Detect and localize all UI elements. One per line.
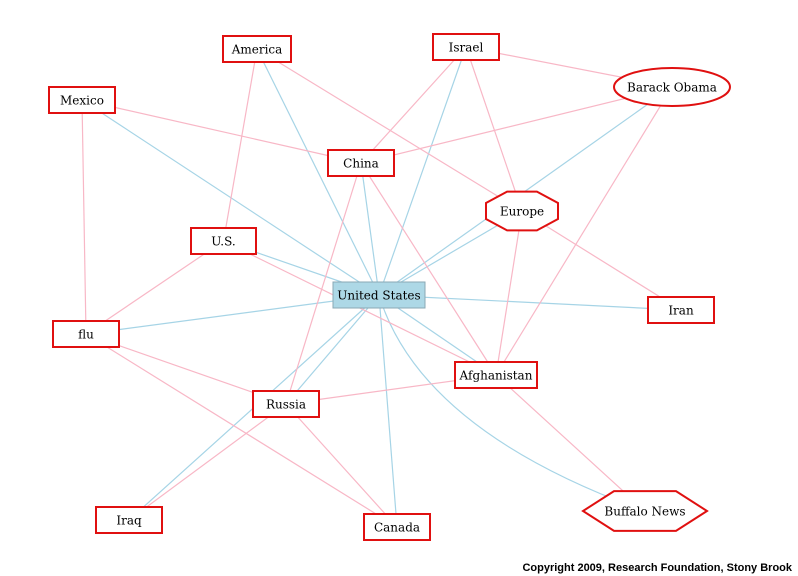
edge-america-europe	[256, 48, 523, 212]
node-america[interactable]: America	[222, 35, 292, 63]
edge-us-canada	[378, 294, 398, 528]
node-obama-shape	[613, 67, 731, 107]
node-us-label: United States	[337, 289, 420, 303]
node-mexico[interactable]: Mexico	[48, 86, 116, 114]
edge-us-china	[360, 162, 380, 296]
node-afghanistan[interactable]: Afghanistan	[454, 361, 538, 389]
node-iran-shape	[647, 296, 715, 324]
node-us[interactable]: United States	[332, 281, 426, 309]
node-buffalo-shape	[581, 490, 709, 532]
edge-us-flu	[85, 294, 380, 335]
node-canada-shape	[363, 513, 431, 541]
node-us2-shape	[190, 227, 257, 255]
edge-us-iran	[378, 294, 682, 311]
node-israel-shape	[432, 33, 500, 61]
edge-america-us2	[222, 48, 258, 242]
node-america-shape	[222, 35, 292, 63]
node-canada[interactable]: Canada	[363, 513, 431, 541]
edge-obama-afghanistan	[495, 86, 673, 376]
edge-israel-china	[360, 46, 467, 164]
edge-russia-canada	[285, 403, 398, 528]
node-obama[interactable]: Barack Obama	[613, 67, 731, 107]
node-us2[interactable]: U.S.	[190, 227, 257, 255]
node-china[interactable]: China	[327, 149, 395, 177]
node-israel-label: Israel	[449, 41, 484, 55]
edge-us2-flu	[85, 240, 224, 335]
node-buffalo-label: Buffalo News	[604, 505, 685, 519]
node-china-shape	[327, 149, 395, 177]
edge-afghanistan-buffalo	[495, 374, 646, 512]
node-iraq-shape	[95, 506, 163, 534]
edge-us-buffalo	[378, 294, 646, 512]
node-afghanistan-label: Afghanistan	[459, 369, 533, 383]
edge-us-america	[256, 48, 380, 296]
node-buffalo[interactable]: Buffalo News	[581, 490, 709, 532]
edge-mexico-china	[81, 99, 362, 164]
node-russia-shape	[252, 390, 320, 418]
edge-israel-europe	[465, 46, 523, 212]
node-russia[interactable]: Russia	[252, 390, 320, 418]
node-flu-label: flu	[78, 328, 94, 342]
node-obama-label: Barack Obama	[627, 81, 717, 95]
copyright-notice: Copyright 2009, Research Foundation, Sto…	[522, 562, 792, 574]
edge-us-israel	[378, 46, 467, 296]
node-europe[interactable]: Europe	[485, 190, 559, 232]
edge-russia-iraq	[128, 403, 287, 521]
node-america-label: America	[231, 43, 283, 57]
node-iran[interactable]: Iran	[647, 296, 715, 324]
edge-flu-canada	[85, 333, 398, 528]
node-mexico-shape	[48, 86, 116, 114]
node-europe-label: Europe	[500, 205, 544, 219]
node-canada-label: Canada	[374, 521, 420, 535]
node-iraq[interactable]: Iraq	[95, 506, 163, 534]
node-russia-label: Russia	[266, 398, 306, 412]
edge-europe-iran	[521, 210, 682, 311]
node-iran-label: Iran	[668, 304, 694, 318]
node-china-label: China	[343, 157, 379, 171]
edge-china-russia	[285, 162, 362, 405]
edge-china-obama	[360, 86, 673, 164]
node-iraq-label: Iraq	[116, 514, 142, 528]
node-israel[interactable]: Israel	[432, 33, 500, 61]
node-us-shape	[332, 281, 426, 309]
edge-china-afghanistan	[360, 162, 497, 376]
node-flu[interactable]: flu	[52, 320, 120, 348]
edge-us-russia	[285, 294, 380, 405]
node-afghanistan-shape	[454, 361, 538, 389]
edge-mexico-flu	[81, 99, 87, 335]
node-mexico-label: Mexico	[60, 94, 104, 108]
node-europe-shape	[485, 190, 559, 232]
edge-europe-afghanistan	[495, 210, 523, 376]
node-us2-label: U.S.	[211, 235, 235, 249]
node-flu-shape	[52, 320, 120, 348]
